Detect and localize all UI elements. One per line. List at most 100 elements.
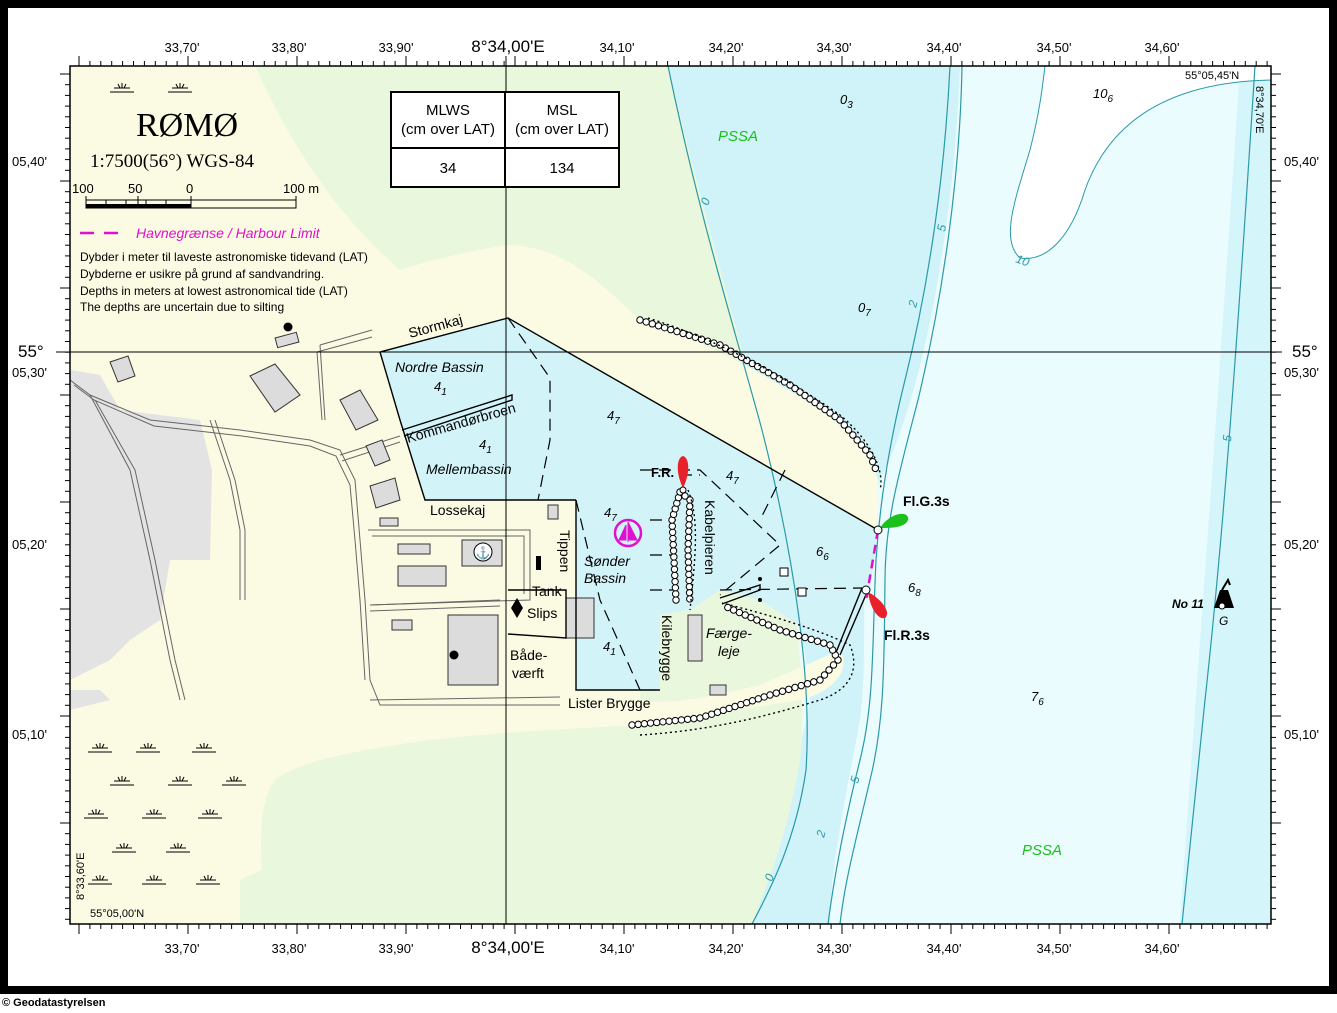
label-faerge: Færge- — [706, 625, 752, 641]
scale-bar: 100 50 0 100 m — [72, 181, 319, 209]
harbour-limit-line — [864, 529, 880, 601]
right-tick-labels: 05,40' 55° 05,30' 05,20' 05,10' — [1284, 154, 1319, 742]
contour-label: 0 — [762, 872, 778, 883]
contour-label: 10 — [1014, 252, 1032, 270]
label-vaerft: værft — [512, 665, 544, 681]
slip-icon — [511, 598, 523, 618]
top-tick: 33,90' — [378, 40, 413, 55]
anchor-icon: ⚓ — [473, 542, 493, 562]
label-light-flr: Fl.R.3s — [884, 627, 930, 643]
graticule-ticks — [60, 56, 1281, 934]
contour-lines — [667, 65, 1256, 925]
depth: 76 — [1031, 689, 1044, 708]
marsh-symbols — [84, 83, 246, 885]
harbour-water — [380, 318, 878, 690]
urban-area — [70, 370, 212, 680]
label-light-fr: F.R. — [651, 465, 674, 480]
depth: 07 — [858, 300, 871, 319]
depth: 66 — [816, 544, 829, 563]
depth: 47 — [604, 505, 617, 524]
table-value-msl: 134 — [549, 160, 574, 177]
depth: 68 — [908, 580, 921, 599]
left-tick-labels: 05,40' 55° 05,30' 05,20' 05,10' — [12, 154, 47, 742]
note-line: Dybderne er usikre på grund af sandvandr… — [80, 267, 324, 281]
label-pssa-top: PSSA — [718, 128, 758, 145]
credit-text: © Geodatastyrelsen — [2, 997, 106, 1009]
right-tick: 05,40' — [1284, 154, 1319, 169]
label-kilebrygge: Kilebrygge — [659, 615, 675, 681]
tide-table: MLWS (cm over LAT) MSL (cm over LAT) 34 … — [390, 91, 620, 188]
harbour-limit-legend: Havnegrænse / Harbour Limit — [136, 225, 321, 241]
corner-lat-bottom-left: 55°05,00'N — [90, 908, 144, 920]
top-tick: 34,10' — [599, 40, 634, 55]
bottom-tick: 33,90' — [378, 941, 413, 956]
table-header-mlws: MLWS — [426, 102, 470, 119]
label-bassin: Bassin — [584, 570, 626, 586]
contour-label: 0 — [698, 196, 714, 207]
label-light-flg: Fl.G.3s — [903, 493, 950, 509]
corner-lon-top-right: 8°34,70'E — [1253, 86, 1265, 133]
marina-icon — [613, 518, 643, 548]
contour-label: 5 — [847, 774, 862, 784]
roads — [69, 329, 561, 706]
contour-label: 5 — [934, 223, 949, 232]
left-tick: 05,40' — [12, 154, 47, 169]
bottom-tick: 34,50' — [1036, 941, 1071, 956]
sandbank — [1009, 65, 1272, 259]
depth: 47 — [726, 468, 739, 487]
note-line: The depths are uncertain due to silting — [80, 300, 284, 314]
right-tick: 05,20' — [1284, 537, 1319, 552]
buoy-icon — [1214, 577, 1234, 610]
label-buoy: No 11 — [1172, 597, 1204, 611]
point-markers — [283, 322, 807, 660]
map-neatline — [69, 65, 1272, 925]
depth: 41 — [434, 379, 447, 398]
bottom-tick: 34,60' — [1144, 941, 1179, 956]
right-tick: 05,30' — [1284, 365, 1319, 380]
scale-tick: 100 — [72, 181, 94, 196]
table-header-msl: MSL — [547, 102, 578, 119]
label-slips: Slips — [527, 605, 557, 621]
scale-tick: 100 m — [283, 181, 319, 196]
contour-label: 5 — [1220, 434, 1235, 442]
label-kabelpieren: Kabelpieren — [702, 500, 718, 575]
bottom-tick: 34,10' — [599, 941, 634, 956]
top-tick: 34,30' — [816, 40, 851, 55]
svg-text:⚓: ⚓ — [476, 546, 491, 560]
table-header-msl-unit: (cm over LAT) — [515, 121, 609, 138]
buildings — [109, 331, 727, 696]
depth: 03 — [840, 92, 853, 111]
bottom-tick: 34,40' — [926, 941, 961, 956]
chart-title: RØMØ — [136, 107, 238, 144]
bottom-tick: 33,70' — [164, 941, 199, 956]
contour-labels: 0 5 2 10 5 0 2 5 — [698, 196, 1235, 883]
tank-icon — [536, 556, 541, 570]
table-header-mlws-unit: (cm over LAT) — [401, 121, 495, 138]
right-tick: 55° — [1292, 342, 1318, 361]
label-mellembassin: Mellembassin — [426, 461, 512, 477]
basin-divisions — [507, 317, 863, 691]
label-tippen: Tippen — [557, 530, 573, 572]
scale-tick: 50 — [128, 181, 142, 196]
left-tick: 05,20' — [12, 537, 47, 552]
label-baade: Både- — [510, 647, 548, 663]
light-flg — [873, 513, 909, 535]
right-tick: 05,10' — [1284, 727, 1319, 742]
note-line: Dybder i meter til laveste astronomiske … — [80, 250, 368, 264]
scale-tick: 0 — [186, 181, 193, 196]
top-tick: 33,80' — [271, 40, 306, 55]
light-flr — [861, 585, 888, 619]
bottom-tick: 8°34,00'E — [471, 938, 544, 957]
top-tick: 34,60' — [1144, 40, 1179, 55]
label-sonder: Sønder — [584, 553, 631, 569]
left-tick: 05,10' — [12, 727, 47, 742]
depth: 106 — [1093, 86, 1113, 105]
chart-scale: 1:7500(56°) WGS-84 — [90, 151, 254, 172]
contour-label: 2 — [905, 298, 921, 309]
top-tick: 33,70' — [164, 40, 199, 55]
shallow-strip-right — [1180, 66, 1271, 924]
left-tick: 55° — [18, 342, 44, 361]
breakwater-outline — [639, 317, 882, 736]
label-lossekaj: Lossekaj — [430, 502, 485, 518]
